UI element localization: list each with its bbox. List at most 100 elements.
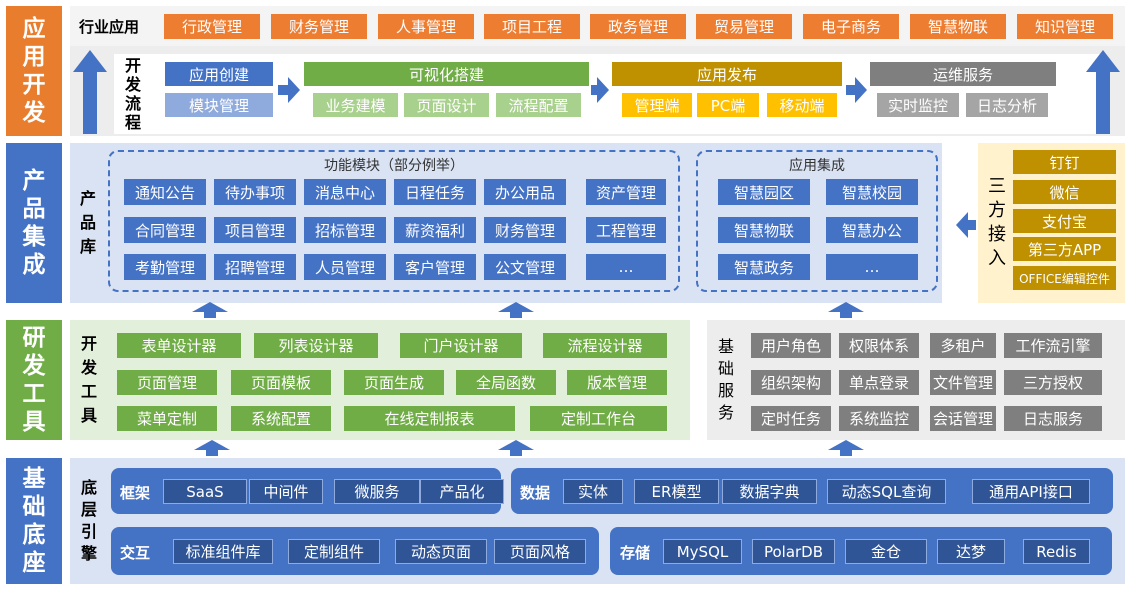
engine-group-label: 存储 xyxy=(620,543,651,562)
layer-label-product: 产品集成 xyxy=(6,143,62,303)
flow-step-sub: 移动端 xyxy=(767,93,837,117)
base-service-item: 会话管理 xyxy=(930,406,996,431)
engine-item: 产品化 xyxy=(420,479,504,504)
flow-step-sub: PC端 xyxy=(697,93,759,117)
dev-tool-item: 页面模板 xyxy=(231,370,331,395)
engine-group-label: 数据 xyxy=(520,483,551,502)
industry-label: 行业应用 xyxy=(78,17,139,36)
engine-item: 通用API接口 xyxy=(972,479,1090,504)
engine-item: 动态SQL查询 xyxy=(827,479,946,504)
engine-item: Redis xyxy=(1023,539,1090,564)
engine-item: 中间件 xyxy=(249,479,323,504)
third-party-label: 三方接入 xyxy=(988,176,1006,269)
base-service-item: 三方授权 xyxy=(1004,370,1102,395)
base-service-item: 多租户 xyxy=(930,333,996,358)
dev-tool-item: 表单设计器 xyxy=(117,333,241,358)
layer-label-base: 基础底座 xyxy=(6,458,62,584)
integration-frame xyxy=(696,150,938,292)
flow-step-title: 应用创建 xyxy=(165,62,273,86)
base-service-item: 组织架构 xyxy=(751,370,831,395)
flow-step-sub: 模块管理 xyxy=(165,93,273,117)
module-item: … xyxy=(586,254,666,280)
left-arrow xyxy=(956,212,976,238)
dev-tool-item: 页面管理 xyxy=(117,370,217,395)
industry-item: 知识管理 xyxy=(1017,14,1113,39)
flow-step-sub: 页面设计 xyxy=(404,93,489,117)
up-arrow xyxy=(194,440,230,456)
third-party-item: 第三方APP xyxy=(1013,237,1116,261)
dev-tool-item: 流程设计器 xyxy=(543,333,667,358)
flow-step-title: 可视化搭建 xyxy=(304,62,589,86)
module-item: 资产管理 xyxy=(586,179,666,205)
engine-item: 达梦 xyxy=(937,539,1005,564)
integration-title: 应用集成 xyxy=(789,158,845,174)
module-item: 考勤管理 xyxy=(124,254,206,280)
module-item: 办公用品 xyxy=(484,179,566,205)
dev-tool-item: 菜单定制 xyxy=(117,406,217,431)
flow-step-sub: 实时监控 xyxy=(877,93,959,117)
dev-tool-item: 版本管理 xyxy=(567,370,667,395)
up-arrow xyxy=(1086,50,1120,134)
dev-tool-item: 门户设计器 xyxy=(400,333,522,358)
module-item: 公文管理 xyxy=(484,254,566,280)
module-item: 待办事项 xyxy=(214,179,296,205)
base-service-item: 日志服务 xyxy=(1004,406,1102,431)
flow-step-title: 运维服务 xyxy=(870,62,1056,86)
third-party-item: 微信 xyxy=(1013,180,1116,204)
base-service-item: 权限体系 xyxy=(839,333,919,358)
base-service-item: 单点登录 xyxy=(839,370,919,395)
engine-item: 定制组件 xyxy=(288,539,380,564)
integration-item: 智慧校园 xyxy=(826,179,918,205)
industry-item: 项目工程 xyxy=(484,14,580,39)
right-arrow xyxy=(278,77,300,103)
up-arrow xyxy=(192,302,228,318)
dev-tool-item: 在线定制报表 xyxy=(344,406,515,431)
module-item: 招聘管理 xyxy=(214,254,296,280)
dev-tool-item: 页面生成 xyxy=(344,370,444,395)
module-item: 财务管理 xyxy=(484,217,566,243)
engine-item: 数据字典 xyxy=(722,479,817,504)
flow-step-title: 应用发布 xyxy=(612,62,842,86)
base-service-item: 系统监控 xyxy=(839,406,919,431)
engine-item: 动态页面 xyxy=(395,539,487,564)
base-service-item: 工作流引擎 xyxy=(1004,333,1102,358)
modules-frame xyxy=(108,150,680,292)
module-item: 通知公告 xyxy=(124,179,206,205)
flow-step-sub: 管理端 xyxy=(622,93,692,117)
integration-item: 智慧物联 xyxy=(718,217,810,243)
module-item: 项目管理 xyxy=(214,217,296,243)
engine-item: PolarDB xyxy=(752,539,835,564)
engine-item: 金仓 xyxy=(845,539,927,564)
modules-title: 功能模块（部分例举） xyxy=(324,158,464,174)
up-arrow xyxy=(828,440,864,456)
up-arrow xyxy=(828,302,864,318)
industry-item: 电子商务 xyxy=(803,14,899,39)
base-service-item: 用户角色 xyxy=(751,333,831,358)
product-lib-label: 产品库 xyxy=(79,188,96,256)
module-item: 消息中心 xyxy=(304,179,386,205)
dev-flow-label: 开发流程 xyxy=(124,56,141,132)
engine-group-label: 交互 xyxy=(120,543,151,562)
module-item: 工程管理 xyxy=(586,217,666,243)
engine-item: 页面风格 xyxy=(494,539,586,564)
up-arrow xyxy=(73,50,107,134)
engine-group-label: 框架 xyxy=(120,483,151,502)
engine-item: 微服务 xyxy=(334,479,420,504)
industry-item: 智慧物联 xyxy=(910,14,1006,39)
dev-tools-label: 开发工具 xyxy=(80,334,97,425)
module-item: 客户管理 xyxy=(394,254,476,280)
base-services-label: 基础服务 xyxy=(717,337,734,422)
engine-item: ER模型 xyxy=(634,479,719,504)
integration-item: … xyxy=(826,254,918,280)
third-party-item: OFFICE编辑控件 xyxy=(1013,266,1116,290)
industry-item: 财务管理 xyxy=(271,14,367,39)
dev-tool-item: 列表设计器 xyxy=(254,333,378,358)
right-arrow xyxy=(591,77,609,103)
engine-item: 标准组件库 xyxy=(173,539,273,564)
module-item: 日程任务 xyxy=(394,179,476,205)
integration-item: 智慧园区 xyxy=(718,179,810,205)
flow-step-sub: 流程配置 xyxy=(496,93,581,117)
base-service-item: 文件管理 xyxy=(930,370,996,395)
layer-label-tools: 研发工具 xyxy=(6,320,62,440)
